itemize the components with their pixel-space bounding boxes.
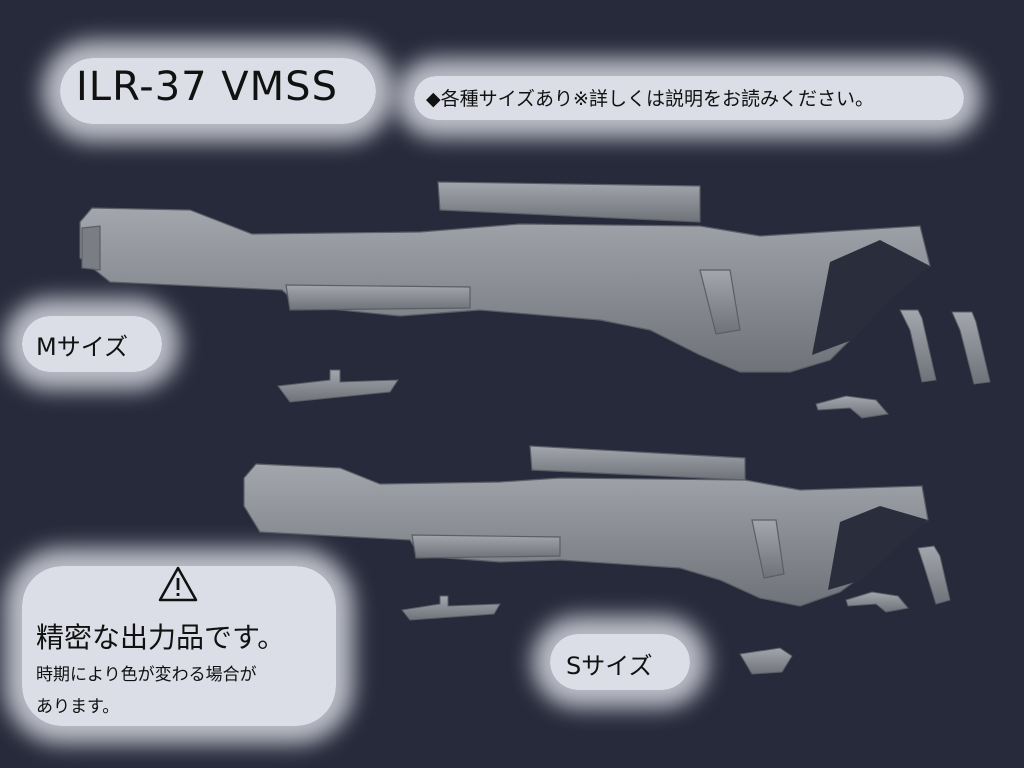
warning-triangle-icon (158, 566, 198, 602)
m-size-label: Mサイズ (36, 333, 128, 361)
warning-sub-text-line1: 時期により色が変わる場合が (36, 665, 257, 685)
rifle-m-size (79, 181, 931, 373)
warning-glow (22, 566, 336, 726)
note-glow (414, 76, 964, 120)
product-title: ILR-37 VMSS (76, 64, 338, 110)
s-label-glow (550, 634, 690, 690)
warning-sub-text-line2: あります。 (36, 697, 120, 717)
rifle-m-parts (277, 309, 991, 419)
s-size-label: Sサイズ (566, 652, 653, 680)
title-glow (60, 58, 376, 124)
warning-main-text: 精密な出力品です。 (36, 621, 286, 654)
size-variant-note: ◆各種サイズあり※詳しくは説明をお読みください。 (426, 88, 874, 110)
m-label-glow (22, 316, 162, 372)
rifle-s-size (243, 445, 929, 607)
rifle-s-parts (401, 545, 951, 675)
